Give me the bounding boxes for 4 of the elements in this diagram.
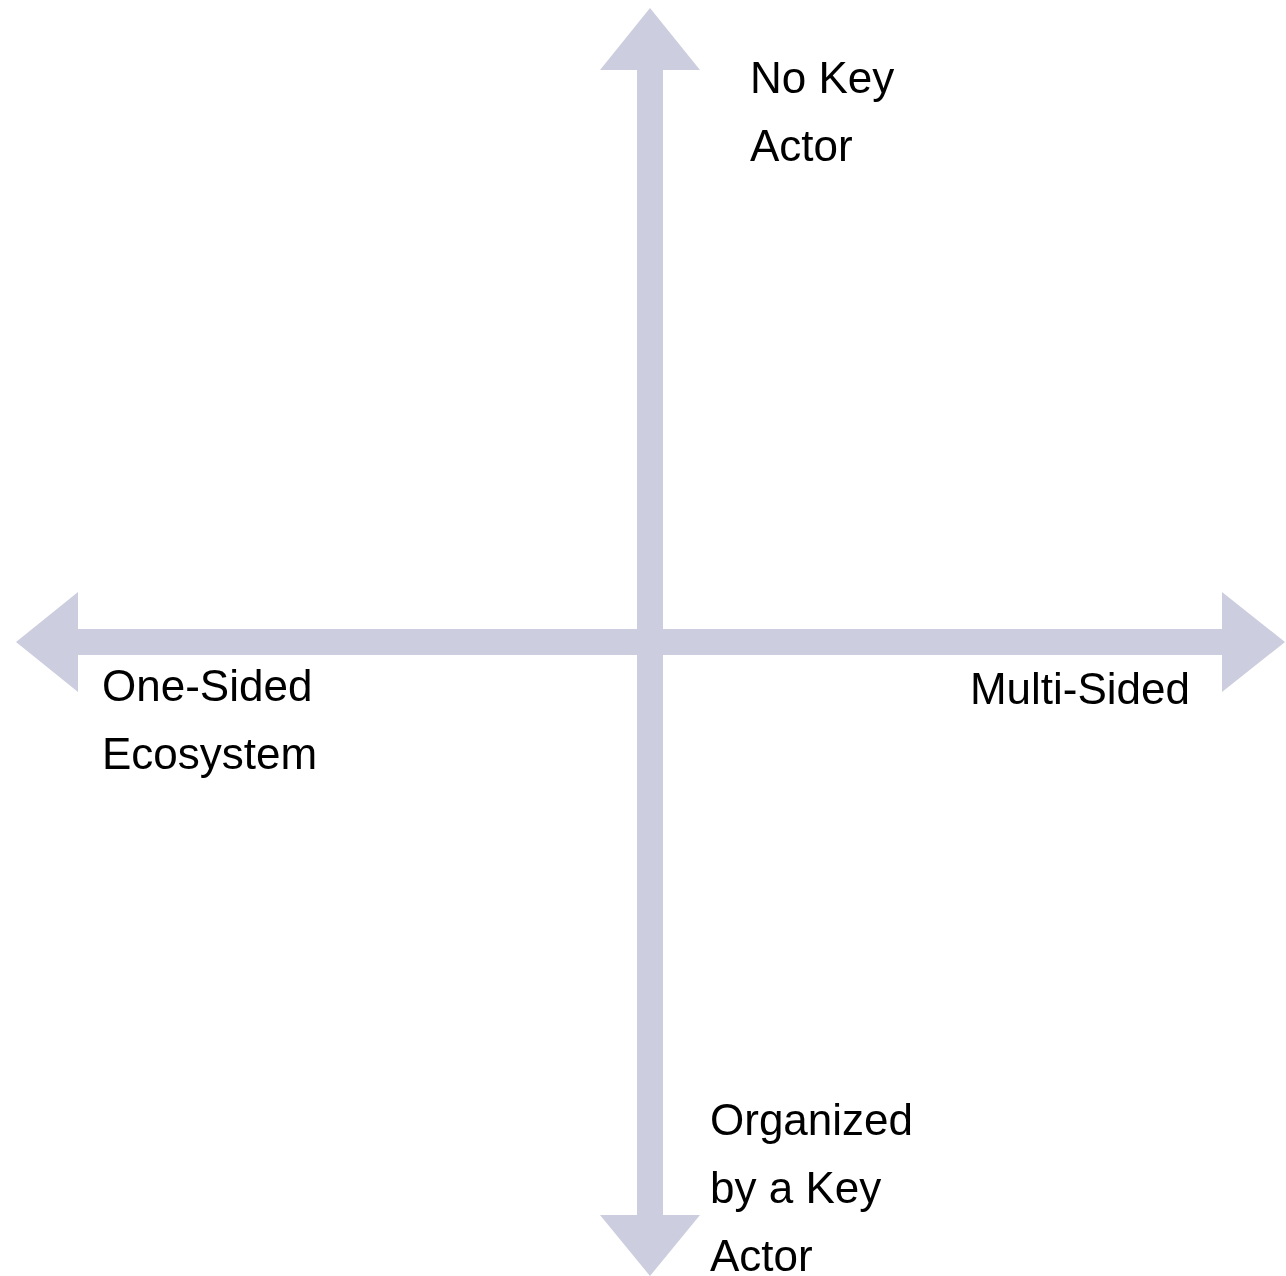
axis-label: Multi-Sided	[969, 663, 1190, 715]
axis-label: No Key Actor	[750, 52, 896, 172]
axis-label: One-Sided Ecosystem	[102, 660, 319, 780]
axis-label: Organized by a Key Actor	[710, 1094, 914, 1276]
